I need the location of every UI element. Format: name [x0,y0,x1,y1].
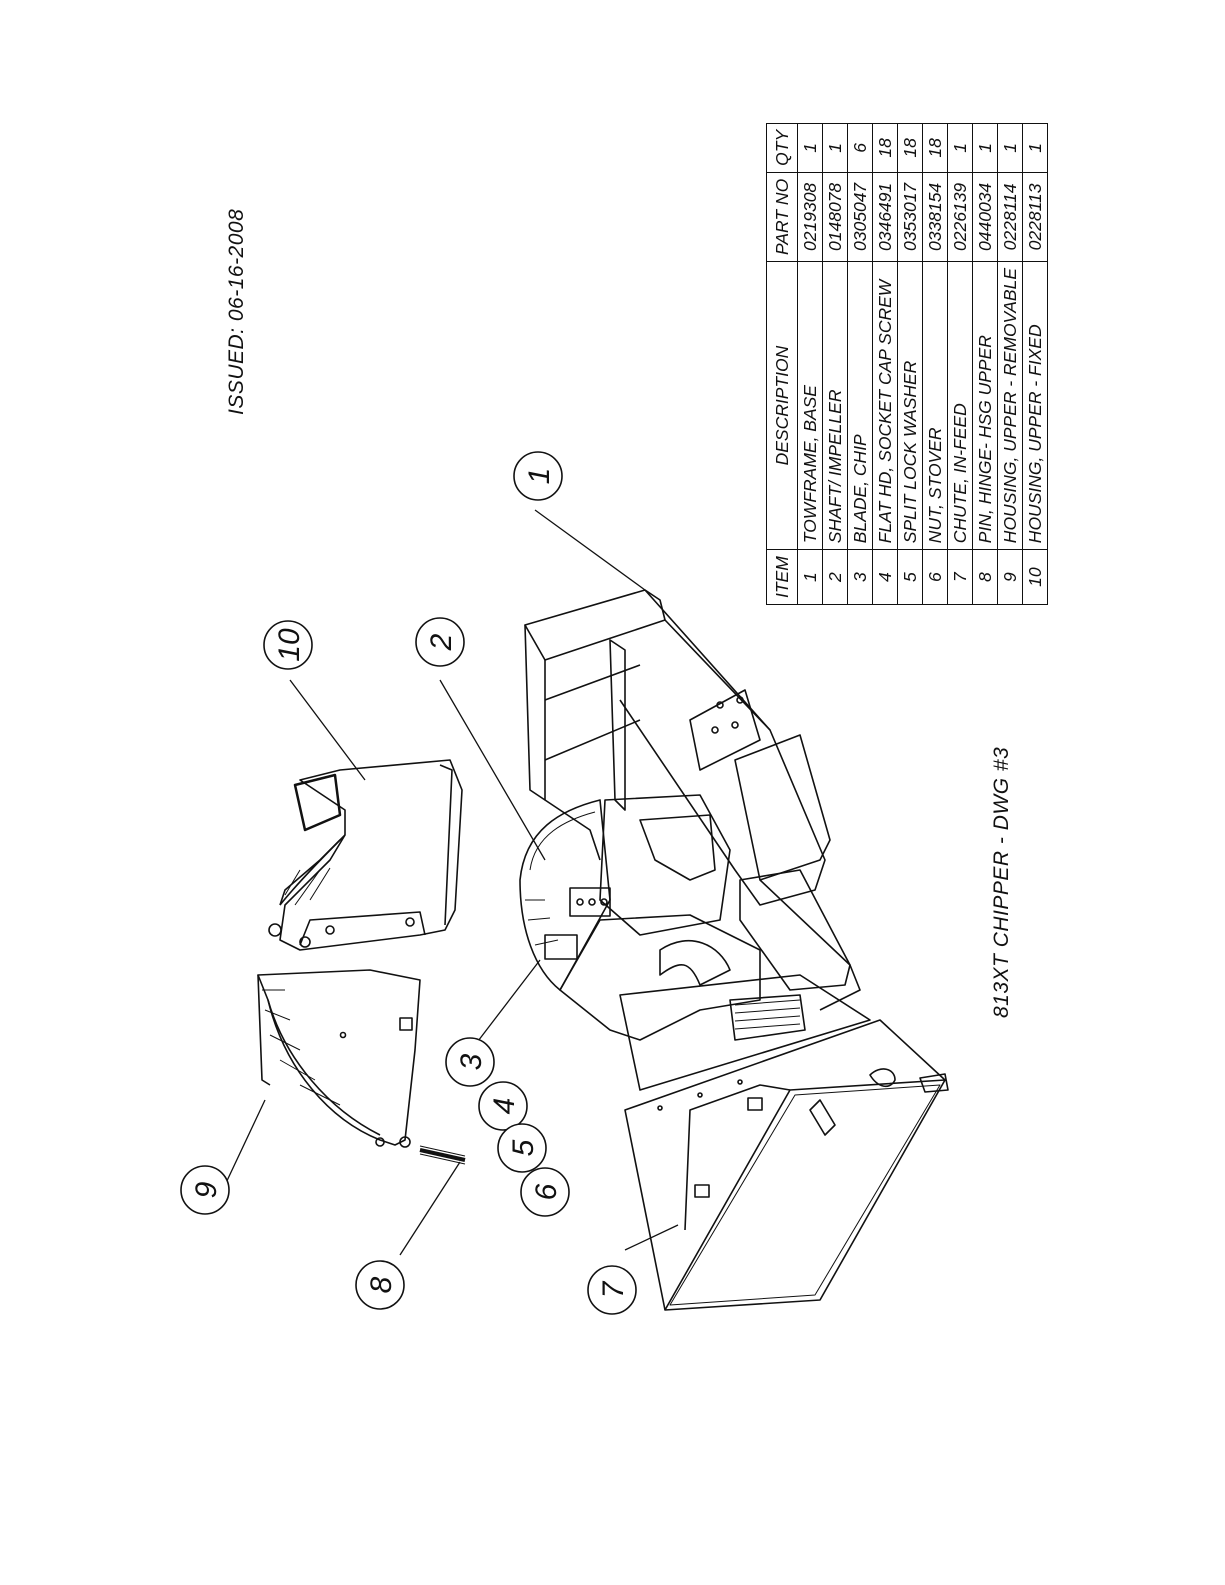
issued-date: ISSUED: 06-16-2008 [225,208,248,415]
header-description: DESCRIPTION [766,261,798,550]
hinge-pin-part [419,1145,466,1165]
cell-item: 8 [972,549,998,605]
callout-balloon-3 [445,1037,495,1087]
callout-balloon-8 [355,1260,405,1310]
callout-balloon-6 [520,1167,570,1217]
callout-label: 6 [530,1183,563,1200]
cell-item: 3 [847,549,873,605]
callout-label: 4 [488,1098,521,1115]
cell-part-no: 0228114 [997,172,1023,262]
cell-part-no: 0346491 [872,172,898,262]
cell-part-no: 0226139 [947,172,973,262]
header-part-no: PART NO [766,172,798,262]
cell-item: 2 [822,549,848,605]
cell-qty: 1 [1022,123,1048,173]
cell-description: TOWFRAME, BASE [797,261,823,550]
callout-balloon-1 [513,451,563,501]
callout-label: 2 [425,633,458,651]
cell-part-no: 0440034 [972,172,998,262]
callout-label: 8 [365,1276,398,1293]
callout-label: 1 [523,468,556,485]
cell-item: 1 [797,549,823,605]
cell-qty: 18 [922,123,948,173]
cell-qty: 1 [972,123,998,173]
cell-qty: 18 [897,123,923,173]
cell-description: CHUTE, IN-FEED [947,261,973,550]
cell-qty: 1 [947,123,973,173]
cell-part-no: 0353017 [897,172,923,262]
callout-balloon-7 [587,1265,637,1315]
callout-labels: 1 2 3 4 5 6 7 8 9 10 [190,468,630,1299]
housing-upper-removable-part [257,969,421,1148]
callout-label: 9 [190,1181,223,1198]
callout-balloon-4 [478,1081,528,1131]
cell-qty: 1 [797,123,823,173]
cell-description: HOUSING, UPPER - REMOVABLE [997,261,1023,550]
cell-qty: 1 [822,123,848,173]
cell-description: FLAT HD, SOCKET CAP SCREW [872,261,898,550]
callout-balloon-2 [415,617,465,667]
callout-label: 10 [273,628,306,662]
cell-item: 5 [897,549,923,605]
cell-part-no: 0219308 [797,172,823,262]
cell-item: 6 [922,549,948,605]
cell-qty: 18 [872,123,898,173]
cell-part-no: 0338154 [922,172,948,262]
cell-description: PIN, HINGE- HSG UPPER [972,261,998,550]
cell-part-no: 0148078 [822,172,848,262]
leader-lines [224,509,679,1256]
infeed-chute-part [624,1019,949,1311]
shaft-impeller-part [519,799,611,991]
towframe-base-part [524,589,861,1011]
callout-balloons [180,451,637,1315]
table-header-row: ITEM DESCRIPTION PART NO QTY [766,123,798,605]
cell-description: SHAFT/ IMPELLER [822,261,848,550]
cell-description: NUT, STOVER [922,261,948,550]
cell-description: BLADE, CHIP [847,261,873,550]
cell-item: 9 [997,549,1023,605]
cell-item: 7 [947,549,973,605]
housing-upper-fixed-part [268,759,463,951]
cell-item: 4 [872,549,898,605]
cell-description: HOUSING, UPPER - FIXED [1022,261,1048,550]
cell-qty: 1 [997,123,1023,173]
lower-housing-part [559,794,871,1091]
callout-balloon-9 [180,1165,230,1215]
callout-label: 7 [597,1280,630,1298]
callout-balloon-10 [263,620,313,670]
callout-label: 5 [507,1139,540,1156]
cell-item: 10 [1022,549,1048,605]
header-item: ITEM [766,549,798,605]
callout-balloon-5 [497,1123,547,1173]
cell-description: SPLIT LOCK WASHER [897,261,923,550]
cell-part-no: 0228113 [1022,172,1048,262]
callout-label: 3 [455,1053,488,1070]
drawing-title: 813XT CHIPPER - DWG #3 [990,746,1013,1018]
cell-qty: 6 [847,123,873,173]
header-qty: QTY [766,123,798,173]
cell-part-no: 0305047 [847,172,873,262]
